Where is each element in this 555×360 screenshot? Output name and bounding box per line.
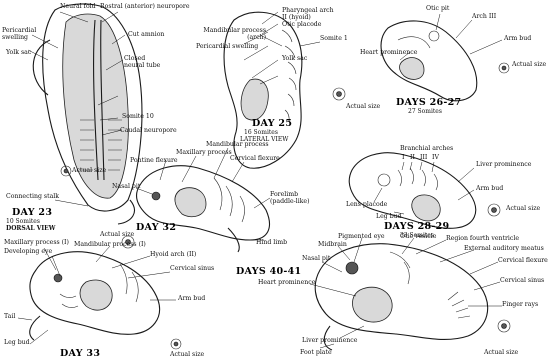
day33-title: DAY 33 (60, 348, 100, 359)
label-otic-placode: Otic placode (282, 22, 321, 29)
day28-actual-size: Actual size (506, 206, 540, 213)
label-external-auditory-meatus: External auditory meatus (464, 246, 544, 253)
label-pericardial-swelling-25: Pericardial swelling (196, 44, 258, 51)
label-maxillary-process-33: Maxillary process (I) (4, 240, 69, 247)
label-hyoid-arch: Hyoid arch (II) (150, 252, 196, 259)
label-lens-placode: Lens placode (346, 202, 387, 209)
label-cervical-sinus-33: Cervical sinus (170, 266, 214, 273)
label-tail: Tail (4, 314, 15, 321)
day23-view: DORSAL VIEW (6, 225, 56, 232)
day23-title: DAY 23 (12, 207, 52, 218)
label-arch-iii: III (420, 155, 427, 162)
label-cervical-flexure-40: Cervical flexure (498, 258, 548, 265)
label-somite-1: Somite 1 (320, 36, 348, 43)
day26-actual-size: Actual size (512, 62, 546, 69)
label-forelimb: Forelimb (paddle-like) (270, 192, 314, 205)
day23-actual-size: Actual size (72, 168, 106, 175)
label-cervical-sinus-40: Cervical sinus (500, 278, 544, 285)
day25-actual-size: Actual size (346, 104, 380, 111)
day32-title: DAY 32 (136, 222, 176, 233)
label-heart-prominence: Heart prominence (360, 50, 417, 57)
label-cervical-flexure-32: Cervical flexure (230, 156, 280, 163)
label-caudal-neuropore: Caudal neuropore (120, 128, 177, 135)
label-rostral-neuropore: Rostral (anterior) neuropore (100, 4, 190, 11)
label-midbrain: Midbrain (318, 242, 347, 249)
label-finger-rays: Finger rays (502, 302, 538, 309)
label-maxillary-process-32: Maxillary process (176, 150, 232, 157)
day28-title: DAYS 28-29 (384, 221, 449, 232)
day25-somites: 16 Somites (244, 129, 278, 136)
label-nasal-pit-40: Nasal pit (302, 256, 330, 263)
label-heart-prominence-40: Heart prominence (258, 280, 315, 287)
label-nasal-pit-32: Nasal pit (112, 184, 140, 191)
label-leg-bud-33: Leg bud (4, 340, 30, 347)
label-fourth-ventricle: Region fourth ventricle (446, 236, 519, 243)
day26-somites: 27 Somites (408, 108, 442, 115)
label-arch-ii: II (410, 155, 415, 162)
day26-title: DAYS 26-27 (396, 97, 461, 108)
day26-embryo-drawing (381, 14, 509, 101)
label-mandibular-process-32: Mandibular process (206, 142, 269, 149)
day23-somites: 10 Somites (6, 218, 40, 225)
label-mandibular-process-33: Mandibular process (I) (74, 242, 146, 249)
label-somite-10: Somite 10 (122, 114, 154, 121)
label-closed-neural-tube: Closed neural tube (124, 56, 164, 69)
day33-actual-size-top: Actual size (100, 232, 134, 239)
label-branchial-arches: Branchial arches (400, 146, 453, 153)
label-arm-bud-28: Arm bud (476, 186, 503, 193)
label-liver-prominence-28: Liver prominence (476, 162, 531, 169)
label-connecting-stalk: Connecting stalk (6, 194, 59, 201)
day25-title: DAY 25 (252, 118, 292, 129)
label-hind-limb: Hind limb (256, 240, 287, 247)
label-otic-pit: Otic pit (426, 6, 449, 13)
label-foot-plate: Foot plate (300, 350, 332, 357)
day40-embryo-drawing (310, 238, 510, 350)
label-arm-bud-26: Arm bud (504, 36, 531, 43)
day33-actual-size: Actual size (170, 352, 204, 359)
label-mandibular-process: Mandibular process (arch) (200, 28, 266, 41)
label-yolk-sac-25: Yolk sac (282, 56, 307, 63)
day40-actual-size: Actual size (484, 350, 518, 357)
label-cut-amnion: Cut amnion (128, 32, 164, 39)
label-leg-bud-28: Leg bud (376, 214, 402, 221)
label-liver-prominence-40: Liver prominence (302, 338, 357, 345)
label-arch-iii: Arch III (472, 14, 496, 21)
label-pontine-flexure: Pontine flexure (130, 158, 178, 165)
label-yolk-sac: Yolk sac (6, 50, 31, 57)
label-neural-fold: Neural fold (60, 4, 96, 11)
label-otic-vesicle: Otic vesicle (400, 234, 436, 241)
label-pericardial-swelling: Pericardial swelling (2, 28, 50, 41)
label-developing-eye: Developing eye (4, 249, 52, 256)
label-arch-iv: IV (432, 155, 439, 162)
label-pharyngeal-arch-ii: Pharyngeal arch II (hyoid) (282, 8, 334, 21)
label-arm-bud-33: Arm bud (178, 296, 205, 303)
label-arch-i: I (402, 155, 404, 162)
label-pigmented-eye: Pigmented eye (338, 234, 385, 241)
day40-title: DAYS 40-41 (236, 266, 301, 277)
